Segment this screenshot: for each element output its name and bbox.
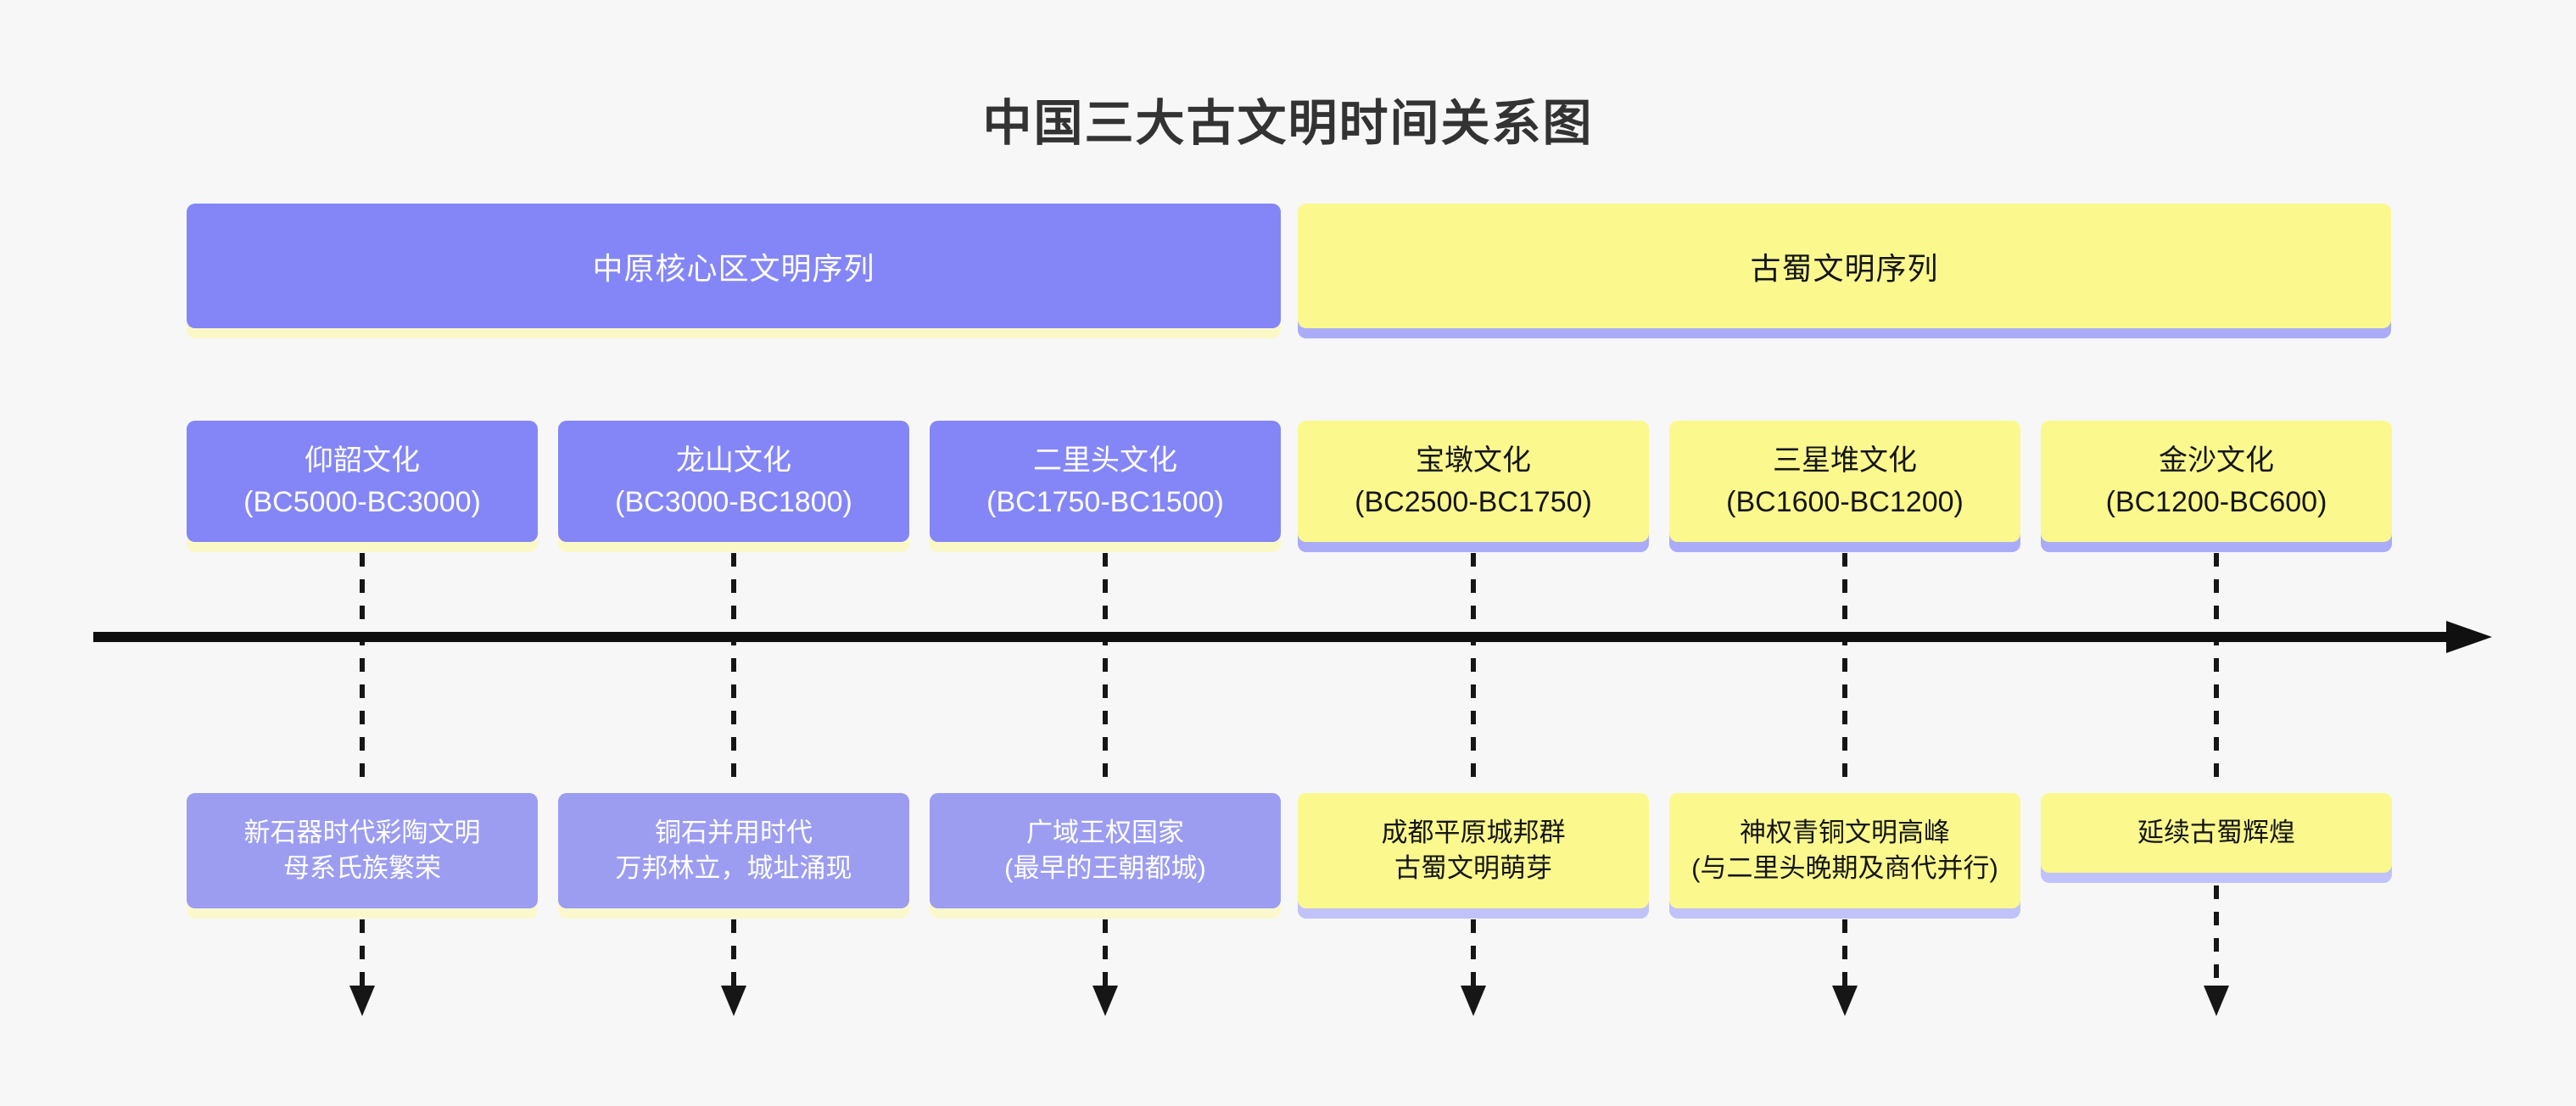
dashed-connector-upper <box>731 553 736 789</box>
desc-box-baodun: 成都平原城邦群 古蜀文明萌芽 <box>1298 793 1649 908</box>
header-ancient-shu-label: 古蜀文明序列 <box>1750 250 1939 286</box>
down-arrowhead-icon <box>1832 986 1858 1016</box>
culture-period: (BC2500-BC1750) <box>1355 485 1592 518</box>
culture-name: 二里头文化 <box>1033 444 1177 477</box>
desc-box-erlitou: 广域王权国家 (最早的王朝都城) <box>930 793 1281 908</box>
culture-box-sanxingdui: 三星堆文化 (BC1600-BC1200) <box>1669 421 2020 542</box>
header-central-plains: 中原核心区文明序列 <box>187 204 1281 328</box>
dashed-connector-lower <box>1842 919 1847 986</box>
dashed-connector-lower <box>731 919 736 986</box>
culture-period: (BC1750-BC1500) <box>986 485 1224 518</box>
culture-name: 仰韶文化 <box>305 444 420 477</box>
down-arrowhead-icon <box>1461 986 1486 1016</box>
dashed-connector-lower <box>1471 919 1476 986</box>
culture-period: (BC1200-BC600) <box>2105 485 2327 518</box>
dashed-connector-upper <box>360 553 365 789</box>
culture-box-jinsha: 金沙文化 (BC1200-BC600) <box>2041 421 2392 542</box>
dashed-connector-upper <box>1842 553 1847 789</box>
culture-period: (BC1600-BC1200) <box>1726 485 1964 518</box>
desc-box-sanxingdui: 神权青铜文明高峰 (与二里头晚期及商代并行) <box>1669 793 2020 908</box>
desc-box-longshan: 铜石并用时代 万邦林立，城址涌现 <box>558 793 909 908</box>
diagram-title: 中国三大古文明时间关系图 <box>982 96 1594 151</box>
timeline-axis <box>93 632 2451 642</box>
dashed-connector-upper <box>1103 553 1108 789</box>
timeline-arrowhead-icon <box>2446 621 2492 653</box>
desc-box-jinsha: 延续古蜀辉煌 <box>2041 793 2392 873</box>
culture-period: (BC3000-BC1800) <box>615 485 852 518</box>
header-central-plains-label: 中原核心区文明序列 <box>592 250 875 286</box>
dashed-connector-lower <box>2214 885 2219 986</box>
desc-box-yangshao: 新石器时代彩陶文明 母系氏族繁荣 <box>187 793 538 908</box>
dashed-connector-upper <box>1471 553 1476 789</box>
down-arrowhead-icon <box>1092 986 1118 1016</box>
dashed-connector-lower <box>360 919 365 986</box>
culture-box-baodun: 宝墩文化 (BC2500-BC1750) <box>1298 421 1649 542</box>
culture-box-longshan: 龙山文化 (BC3000-BC1800) <box>558 421 909 542</box>
down-arrowhead-icon <box>2204 986 2229 1016</box>
culture-name: 龙山文化 <box>676 444 791 477</box>
header-ancient-shu: 古蜀文明序列 <box>1298 204 2391 328</box>
culture-name: 金沙文化 <box>2159 444 2274 477</box>
culture-box-yangshao: 仰韶文化 (BC5000-BC3000) <box>187 421 538 542</box>
culture-period: (BC5000-BC3000) <box>243 485 481 518</box>
culture-box-erlitou: 二里头文化 (BC1750-BC1500) <box>930 421 1281 542</box>
culture-name: 三星堆文化 <box>1773 444 1917 477</box>
dashed-connector-lower <box>1103 919 1108 986</box>
dashed-connector-upper <box>2214 553 2219 789</box>
down-arrowhead-icon <box>349 986 375 1016</box>
culture-name: 宝墩文化 <box>1416 444 1531 477</box>
down-arrowhead-icon <box>721 986 746 1016</box>
